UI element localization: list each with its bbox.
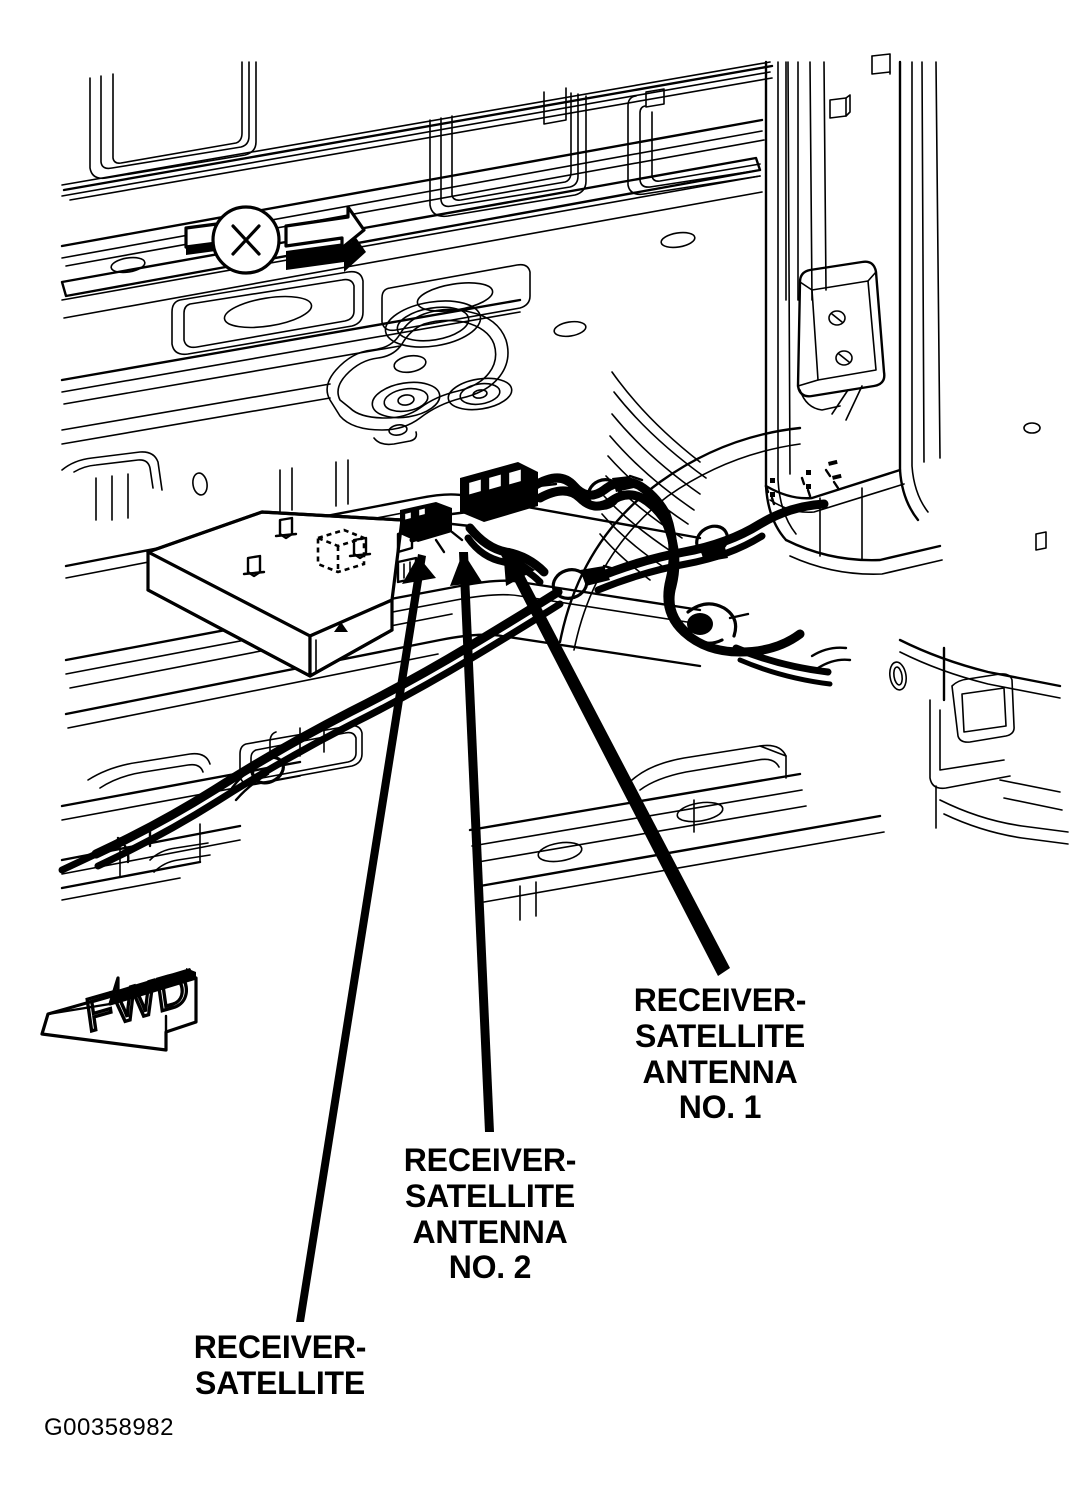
antenna-connector-left	[400, 502, 472, 554]
section-marker-x	[184, 205, 366, 275]
harness-clip-right	[695, 524, 729, 562]
callout-line: NO. 2	[448, 1249, 532, 1286]
callout-receiver-satellite-antenna-no-1: RECEIVER- SATELLITE ANTENNA NO. 1	[530, 982, 910, 1126]
callout-line: ANTENNA	[412, 1213, 568, 1250]
callout-line: RECEIVER-	[403, 1142, 577, 1178]
leader-antenna-no-1	[500, 548, 730, 976]
harness-clip-floor	[230, 755, 285, 802]
callout-line: RECEIVER-	[633, 982, 807, 1018]
floor-pan-structure	[60, 156, 1069, 921]
upper-body-panel	[60, 53, 891, 301]
callout-receiver-satellite: RECEIVER- SATELLITE	[90, 1329, 470, 1402]
leader-receiver-satellite	[296, 554, 436, 1322]
callout-receiver-satellite-antenna-no-2: RECEIVER- SATELLITE ANTENNA NO. 2	[300, 1142, 680, 1286]
harness-clip-upper	[586, 474, 644, 510]
callout-line: ANTENNA	[642, 1053, 798, 1090]
receiver-satellite-module	[146, 510, 435, 678]
callout-line: SATELLITE	[194, 1364, 366, 1401]
callout-line: SATELLITE	[404, 1177, 576, 1214]
antenna-coax-harness	[58, 473, 852, 874]
harness-grommet-lower	[686, 602, 750, 645]
antenna-connectors	[400, 462, 558, 554]
callout-line: RECEIVER-	[193, 1329, 367, 1365]
b-pillar-and-wheelhouse	[558, 60, 943, 651]
callout-line: NO. 1	[678, 1089, 762, 1126]
leader-antenna-no-2	[450, 552, 494, 1132]
leader-lines	[296, 548, 730, 1322]
figure-id-label: G00358982	[44, 1414, 174, 1441]
callout-line: SATELLITE	[634, 1017, 806, 1054]
antenna-connector-block	[460, 462, 558, 522]
